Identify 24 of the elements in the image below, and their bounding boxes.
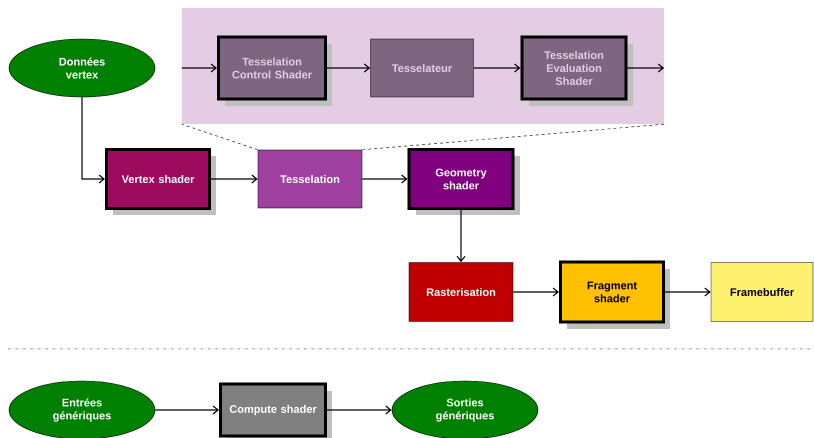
shader-box: Geometry shader (408, 148, 520, 215)
arrow (513, 288, 559, 296)
arrow (628, 64, 664, 72)
arrow (665, 288, 711, 296)
process-box: Tesselation (258, 150, 362, 208)
shader-box: Tesselation Control Shader (217, 36, 332, 106)
arrow (362, 174, 408, 184)
arrow (182, 64, 217, 72)
arrow (474, 64, 520, 72)
shader-box: Fragment shader (559, 260, 670, 329)
arrow (327, 406, 392, 414)
arrow (327, 64, 370, 72)
shader-box: Tesselation Evaluation Shader (520, 36, 633, 106)
zoom-line (362, 124, 664, 150)
arrow (211, 174, 258, 184)
shader-box: Compute shader (219, 382, 332, 438)
process-box: Rasterisation (408, 262, 514, 322)
process-box: Tesselateur (370, 38, 474, 98)
process-box: Framebuffer (710, 262, 814, 322)
arrow (456, 210, 466, 262)
zoom-line (182, 124, 258, 150)
shader-box: Vertex shader (105, 148, 216, 215)
arrow (155, 406, 219, 414)
arrow (81, 97, 106, 184)
